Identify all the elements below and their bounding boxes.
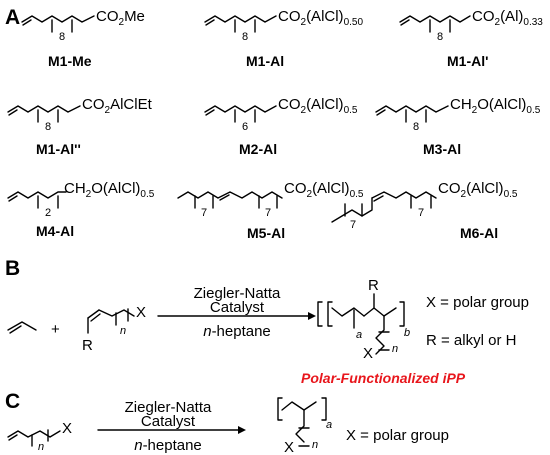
solvent-c: n-heptane	[134, 437, 202, 454]
legend-x-c: X = polar group	[346, 427, 449, 444]
plus-sign: +	[51, 321, 60, 338]
structure-m2-al: CO2(AlCl)0.5 6	[204, 96, 358, 133]
repeat-index: 8	[45, 121, 51, 133]
monomer-c-structure	[7, 429, 61, 447]
svg-text:CO2(Al)0.33: CO2(Al)0.33	[472, 8, 543, 28]
compound-label-m1-al: M1-Al	[246, 53, 284, 69]
solvent-b: n-heptane	[203, 323, 271, 340]
repeat-index-top: 7	[418, 207, 424, 219]
catalyst-line2-c: Catalyst	[141, 413, 196, 430]
homopolymer-sub-a: a	[326, 419, 332, 431]
monomer-c-x: X	[62, 420, 72, 437]
structure-m5-al: CO2(AlCl)0.5 7 7	[177, 180, 364, 219]
compound-label-m6-al: M6-Al	[460, 225, 498, 241]
repeat-index-right: 7	[265, 207, 271, 219]
svg-text:CH2O(AlCl)0.5: CH2O(AlCl)0.5	[450, 96, 541, 116]
copolymer-sub-b: b	[404, 327, 410, 339]
propylene-structure	[7, 321, 37, 334]
svg-text:CH2O(AlCl)0.5: CH2O(AlCl)0.5	[64, 180, 155, 200]
structure-m1-al-prime: CO2(Al)0.33 8	[399, 8, 543, 43]
repeat-index: 8	[59, 31, 65, 43]
compound-label-m4-al: M4-Al	[36, 223, 74, 239]
svg-text:CO2(AlCl)0.50: CO2(AlCl)0.50	[278, 8, 363, 28]
reaction-arrow-c	[97, 426, 246, 434]
svg-text:CO2(AlCl)0.5: CO2(AlCl)0.5	[278, 96, 358, 116]
comonomer-x: X	[136, 304, 146, 321]
svg-text:CO2(AlCl)0.5: CO2(AlCl)0.5	[284, 180, 364, 200]
structure-m1-me: CO2Me 8	[21, 8, 145, 43]
svg-text:CO2Me: CO2Me	[96, 8, 145, 28]
comonomer-n: n	[120, 325, 126, 337]
comonomer-r: R	[82, 337, 93, 354]
copolymer-sub-a: a	[356, 329, 362, 341]
structure-m6-al: CO2(AlCl)0.5 7 7	[331, 180, 518, 231]
compound-label-m3-al: M3-Al	[423, 141, 461, 157]
repeat-index: 8	[413, 121, 419, 133]
homopolymer-n: n	[312, 439, 318, 451]
repeat-index: 8	[242, 31, 248, 43]
compound-label-m2-al: M2-Al	[239, 141, 277, 157]
svg-text:CO2(AlCl)0.5: CO2(AlCl)0.5	[438, 180, 518, 200]
section-c-label: C	[5, 390, 20, 413]
structure-m1-al-double-prime: CO2AlClEt 8	[7, 96, 153, 133]
repeat-index-left: 7	[201, 207, 207, 219]
structure-m3-al: CH2O(AlCl)0.5 8	[375, 96, 541, 133]
comonomer-structure	[87, 308, 135, 334]
structure-m1-al: CO2(AlCl)0.50 8	[204, 8, 363, 43]
copolymer-n: n	[392, 343, 398, 355]
repeat-index: 2	[45, 207, 51, 219]
repeat-index-bottom: 7	[350, 219, 356, 231]
repeat-index: 8	[437, 31, 443, 43]
catalyst-line1-c: Ziegler-Natta	[125, 399, 212, 416]
svg-text:CO2AlClEt: CO2AlClEt	[82, 96, 153, 116]
copolymer-structure	[317, 293, 405, 355]
homopolymer-structure	[277, 397, 327, 447]
catalyst-line2-b: Catalyst	[210, 299, 265, 316]
catalyst-line1-b: Ziegler-Natta	[194, 285, 281, 302]
homopolymer-x: X	[284, 439, 294, 455]
compound-label-m1-me: M1-Me	[48, 53, 92, 69]
product-title: Polar-Functionalized iPP	[301, 370, 466, 386]
legend-r-b: R = alkyl or H	[426, 332, 516, 349]
repeat-index: 6	[242, 121, 248, 133]
section-a-label: A	[5, 6, 20, 29]
section-b-label: B	[5, 257, 20, 280]
copolymer-r: R	[368, 277, 379, 294]
compound-label-m5-al: M5-Al	[247, 225, 285, 241]
compound-label-m1-al-double-prime: M1-Al''	[36, 141, 81, 157]
reaction-arrow-b	[157, 312, 316, 320]
monomer-c-n: n	[38, 441, 44, 453]
compound-label-m1-al-prime: M1-Al'	[447, 53, 488, 69]
structure-m4-al: CH2O(AlCl)0.5 2	[7, 180, 155, 219]
copolymer-x: X	[363, 345, 373, 362]
legend-x-b: X = polar group	[426, 294, 529, 311]
